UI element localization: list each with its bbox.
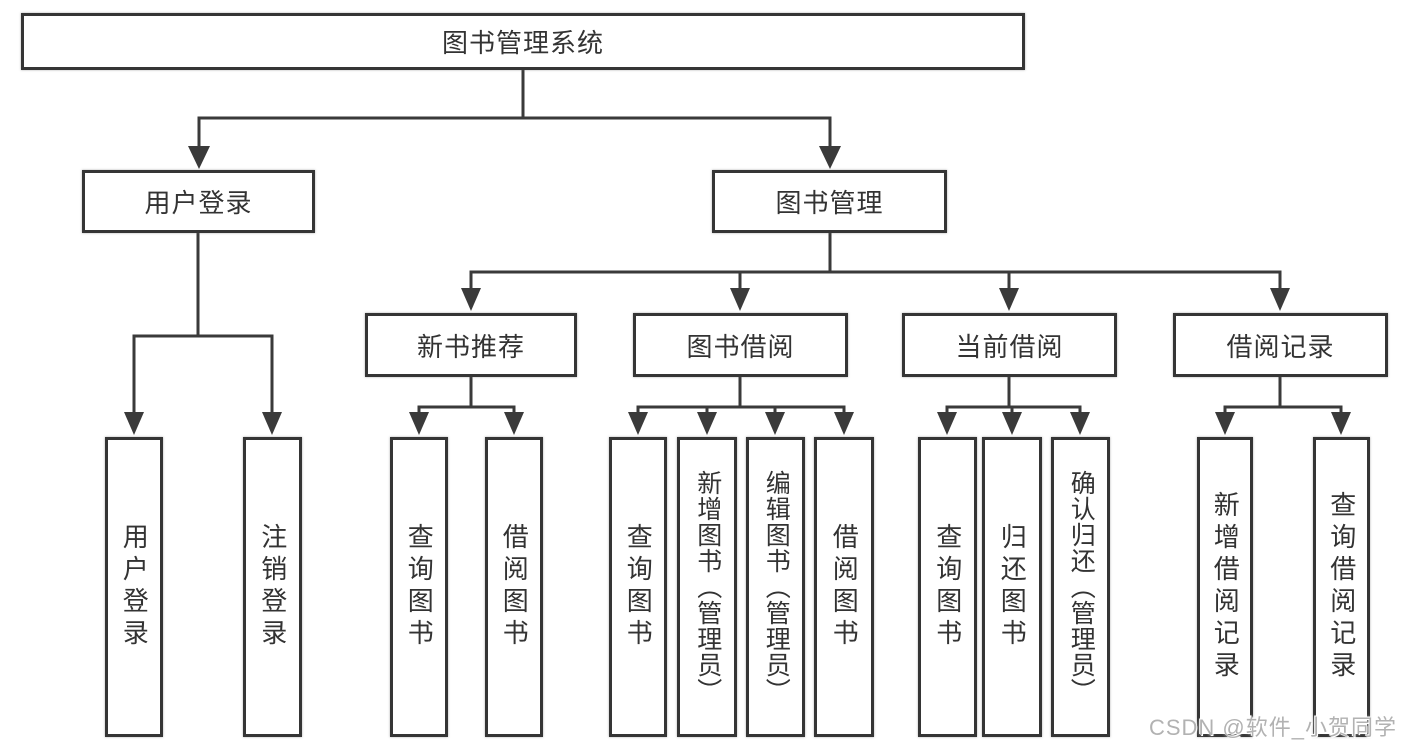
csdn-watermark: CSDN @软件_小贺同学 [1148, 715, 1397, 740]
arrowheads [124, 146, 1351, 435]
leaf-borrow-books-recommend: 借阅图书 [485, 437, 543, 737]
arrowhead-icon [765, 412, 785, 435]
leaf-label: 用户登录 [119, 523, 150, 651]
arrowhead-icon [697, 412, 717, 435]
leaf-label: 查询借阅记录 [1326, 491, 1357, 683]
node-current-borrowing: 当前借阅 [902, 313, 1117, 377]
leaf-query-books-recommend: 查询图书 [390, 437, 448, 737]
leaf-label: 借阅图书 [499, 523, 530, 651]
arrowhead-icon [1331, 412, 1351, 435]
arrowhead-icon [1215, 412, 1235, 435]
leaf-label: 编辑图书（管理员） [762, 470, 791, 704]
arrowhead-icon [461, 288, 481, 311]
arrowhead-icon [262, 412, 282, 435]
node-book-management: 图书管理 [712, 170, 947, 233]
node-label: 新书推荐 [416, 331, 525, 362]
node-library-system: 图书管理系统 [21, 13, 1025, 70]
arrowhead-icon [1002, 412, 1022, 435]
leaf-label: 查询图书 [623, 523, 654, 651]
leaf-label: 借阅图书 [829, 523, 860, 651]
node-label: 借阅记录 [1226, 331, 1335, 362]
leaf-label: 归还图书 [997, 523, 1028, 651]
node-label: 图书管理系统 [441, 28, 604, 58]
leaf-add-books-admin: 新增图书（管理员） [677, 437, 737, 737]
connector-borrowing-to-children [636, 375, 846, 416]
leaf-label: 注销登录 [257, 523, 288, 651]
node-new-book-recommend: 新书推荐 [365, 313, 577, 377]
connector-login-to-children [132, 231, 274, 414]
node-label: 当前借阅 [955, 331, 1064, 362]
leaf-return-books: 归还图书 [982, 437, 1042, 737]
arrowhead-icon [409, 412, 429, 435]
node-label: 用户登录 [144, 188, 253, 218]
arrowhead-icon [819, 146, 841, 169]
arrowhead-icon [1270, 288, 1290, 311]
leaf-query-borrow-record: 查询借阅记录 [1313, 437, 1370, 737]
arrowhead-icon [124, 412, 144, 435]
arrowhead-icon [999, 288, 1019, 311]
connector-mgmt-to-level3 [469, 231, 1282, 290]
connector-root-to-level2 [197, 68, 832, 150]
leaf-user-login: 用户登录 [105, 437, 163, 737]
connector-current-to-children [945, 375, 1082, 416]
node-borrow-records: 借阅记录 [1173, 313, 1388, 377]
node-label: 图书借阅 [686, 331, 795, 362]
node-user-login: 用户登录 [82, 170, 315, 233]
leaf-add-borrow-record: 新增借阅记录 [1197, 437, 1253, 737]
connector-records-to-children [1223, 375, 1343, 416]
arrowhead-icon [188, 146, 210, 169]
arrowhead-icon [504, 412, 524, 435]
leaf-label: 查询图书 [404, 523, 435, 651]
leaf-confirm-return-admin: 确认归还（管理员） [1051, 437, 1110, 737]
leaf-query-books-borrowing: 查询图书 [609, 437, 667, 737]
node-book-borrowing: 图书借阅 [633, 313, 848, 377]
leaf-label: 新增图书（管理员） [693, 470, 722, 704]
node-label: 图书管理 [775, 188, 884, 218]
arrowhead-icon [834, 412, 854, 435]
leaf-query-books-current: 查询图书 [918, 437, 977, 737]
arrowhead-icon [937, 412, 957, 435]
arrowhead-icon [730, 288, 750, 311]
arrowhead-icon [1070, 412, 1090, 435]
arrowhead-icon [628, 412, 648, 435]
leaf-label: 查询图书 [932, 523, 963, 651]
leaf-edit-books-admin: 编辑图书（管理员） [746, 437, 805, 737]
leaf-label: 确认归还（管理员） [1067, 470, 1096, 704]
leaf-label: 新增借阅记录 [1210, 491, 1241, 683]
leaf-logout: 注销登录 [243, 437, 302, 737]
leaf-borrow-books: 借阅图书 [814, 437, 874, 737]
connector-recommend-to-children [417, 375, 516, 416]
